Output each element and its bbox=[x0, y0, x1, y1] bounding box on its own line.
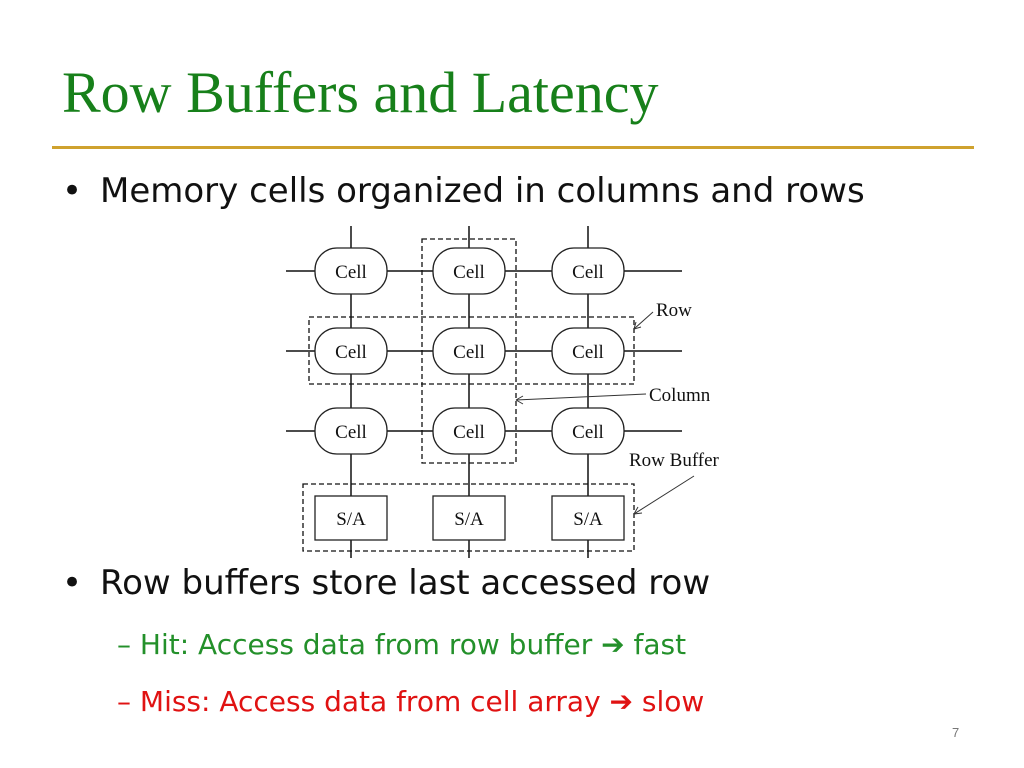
cell: Cell bbox=[551, 327, 625, 375]
cell: Cell bbox=[432, 407, 506, 455]
cell-label: Cell bbox=[335, 262, 367, 283]
right-arrow-icon: ➔ bbox=[609, 685, 634, 718]
cell: Cell bbox=[551, 247, 625, 295]
right-arrow-icon: ➔ bbox=[601, 628, 625, 661]
subpoint-hit: – Hit: Access data from row buffer ➔ fas… bbox=[117, 631, 686, 659]
subpoint-dash: – bbox=[117, 685, 131, 718]
cell: Cell bbox=[432, 327, 506, 375]
column-pointer bbox=[515, 393, 647, 405]
slide-title: Row Buffers and Latency bbox=[62, 60, 659, 125]
bullet-memory-cells: • Memory cells organized in columns and r… bbox=[62, 174, 865, 208]
cell-label: Cell bbox=[335, 422, 367, 443]
row-callout-label: Row bbox=[656, 300, 692, 321]
row-pointer bbox=[633, 311, 654, 330]
bullet-marker: • bbox=[62, 171, 83, 211]
cell-label: Cell bbox=[572, 342, 604, 363]
column-highlight bbox=[421, 238, 517, 464]
row-highlight bbox=[308, 316, 635, 385]
sense-amplifier-label: S/A bbox=[336, 509, 366, 530]
cell-label: Cell bbox=[572, 262, 604, 283]
sense-amplifier: S/A bbox=[551, 495, 625, 541]
row-buffer-pointer bbox=[633, 475, 695, 515]
cell-label: Cell bbox=[453, 262, 485, 283]
cell: Cell bbox=[314, 407, 388, 455]
bullet-row-buffers: • Row buffers store last accessed row bbox=[62, 566, 710, 600]
cell: Cell bbox=[432, 247, 506, 295]
cell: Cell bbox=[314, 247, 388, 295]
subpoint-miss: – Miss: Access data from cell array ➔ sl… bbox=[117, 688, 704, 716]
sense-amplifier: S/A bbox=[314, 495, 388, 541]
cell: Cell bbox=[551, 407, 625, 455]
sense-amplifier-label: S/A bbox=[573, 509, 603, 530]
subpoint-result: fast bbox=[633, 628, 687, 661]
row-buffer-highlight bbox=[302, 483, 635, 552]
subpoint-dash: – bbox=[117, 628, 131, 661]
bullet-text: Row buffers store last accessed row bbox=[100, 563, 711, 603]
cell-label: Cell bbox=[572, 422, 604, 443]
bullet-marker: • bbox=[62, 563, 83, 603]
cell-label: Cell bbox=[453, 342, 485, 363]
cell: Cell bbox=[314, 327, 388, 375]
page-number: 7 bbox=[952, 725, 960, 740]
subpoint-text: Miss: Access data from cell array bbox=[139, 685, 601, 718]
sense-amplifier: S/A bbox=[432, 495, 506, 541]
cell-label: Cell bbox=[335, 342, 367, 363]
cell-label: Cell bbox=[453, 422, 485, 443]
sense-amplifier-label: S/A bbox=[454, 509, 484, 530]
bullet-text: Memory cells organized in columns and ro… bbox=[100, 171, 865, 211]
subpoint-text: Hit: Access data from row buffer bbox=[139, 628, 593, 661]
column-callout-label: Column bbox=[649, 385, 711, 406]
title-divider bbox=[52, 146, 974, 149]
subpoint-result: slow bbox=[641, 685, 705, 718]
row-buffer-callout-label: Row Buffer bbox=[629, 450, 720, 471]
